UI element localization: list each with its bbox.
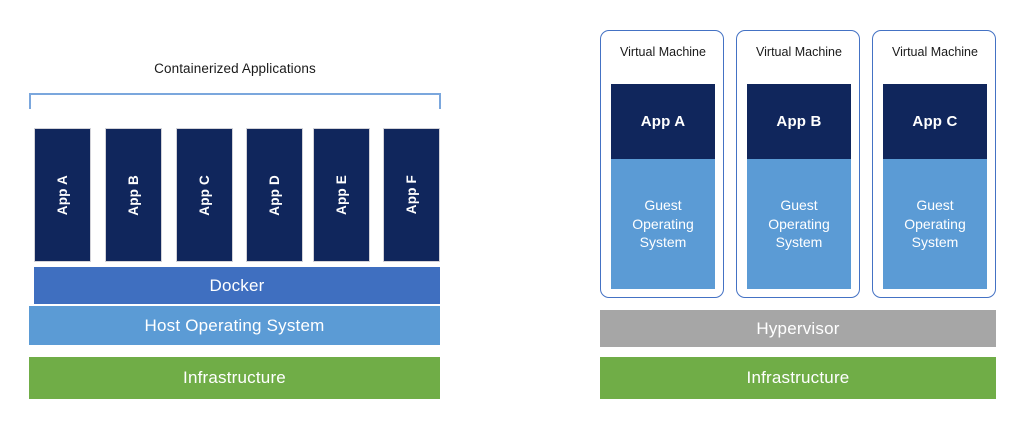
container-app-c-label: App C	[197, 174, 212, 216]
virtual-machine-card-3-app[interactable]: App C	[883, 84, 987, 159]
virtual-machine-card-2-guest-os-line1: Guest	[780, 196, 818, 213]
container-app-f[interactable]: App F	[383, 128, 440, 262]
container-app-f-label: App F	[404, 175, 419, 215]
virtual-machine-card-1-guest-os-line2: Operating	[632, 215, 694, 232]
layer-infrastructure-right-label: Infrastructure	[746, 368, 850, 387]
container-app-e-label: App E	[334, 175, 349, 215]
container-app-c[interactable]: App C	[176, 128, 233, 262]
virtual-machine-card-2-app[interactable]: App B	[747, 84, 851, 159]
virtual-machine-card-3[interactable]: Virtual Machine App C Guest Operating Sy…	[872, 30, 996, 298]
layer-docker-label: Docker	[209, 275, 265, 295]
layer-infrastructure-left[interactable]: Infrastructure	[29, 357, 440, 399]
virtual-machine-card-2-guest-os[interactable]: Guest Operating System	[747, 159, 851, 289]
virtual-machine-card-1-title: Virtual Machine	[620, 45, 706, 59]
container-app-b-label: App B	[126, 174, 141, 216]
virtual-machine-card-1-app-label: App A	[640, 113, 686, 130]
layer-host-operating-system-label: Host Operating System	[144, 315, 325, 335]
layer-host-operating-system[interactable]: Host Operating System	[29, 306, 440, 345]
virtual-machine-card-1[interactable]: Virtual Machine App A Guest Operating Sy…	[600, 30, 724, 298]
container-app-d[interactable]: App D	[246, 128, 303, 262]
virtual-machine-card-3-app-label: App C	[912, 113, 958, 130]
container-app-b[interactable]: App B	[105, 128, 162, 262]
virtual-machine-card-3-title: Virtual Machine	[892, 45, 978, 59]
virtual-machine-card-3-guest-os-line2: Operating	[904, 215, 966, 232]
layer-infrastructure-left-label: Infrastructure	[183, 368, 286, 387]
container-app-a[interactable]: App A	[34, 128, 91, 262]
layer-hypervisor-label: Hypervisor	[756, 318, 840, 338]
layer-docker[interactable]: Docker	[34, 267, 440, 304]
virtual-machine-card-1-guest-os[interactable]: Guest Operating System	[611, 159, 715, 289]
virtual-machine-card-1-guest-os-line3: System	[639, 234, 687, 251]
virtual-machine-card-2-guest-os-line2: Operating	[768, 215, 830, 232]
virtual-machine-card-2-app-label: App B	[776, 113, 822, 130]
virtual-machine-card-1-guest-os-line1: Guest	[644, 196, 682, 213]
virtual-machine-card-3-guest-os[interactable]: Guest Operating System	[883, 159, 987, 289]
virtual-machine-card-2[interactable]: Virtual Machine App B Guest Operating Sy…	[736, 30, 860, 298]
virtual-machine-card-3-guest-os-line3: System	[911, 234, 959, 251]
virtual-machine-card-2-title: Virtual Machine	[756, 45, 842, 59]
containers-panel: Containerized Applications App A App B A…	[0, 0, 510, 435]
containerized-applications-caption: Containerized Applications	[154, 60, 316, 76]
virtual-machine-card-1-app[interactable]: App A	[611, 84, 715, 159]
virtual-machine-card-3-guest-os-line1: Guest	[916, 196, 954, 213]
container-app-e[interactable]: App E	[313, 128, 370, 262]
layer-hypervisor[interactable]: Hypervisor	[600, 310, 996, 347]
virtual-machines-panel: Virtual Machine App A Guest Operating Sy…	[560, 0, 1024, 435]
virtual-machine-card-2-guest-os-line3: System	[775, 234, 823, 251]
container-app-d-label: App D	[267, 174, 282, 216]
container-app-a-label: App A	[55, 174, 70, 216]
containerized-applications-bracket	[29, 93, 441, 109]
layer-infrastructure-right[interactable]: Infrastructure	[600, 357, 996, 399]
